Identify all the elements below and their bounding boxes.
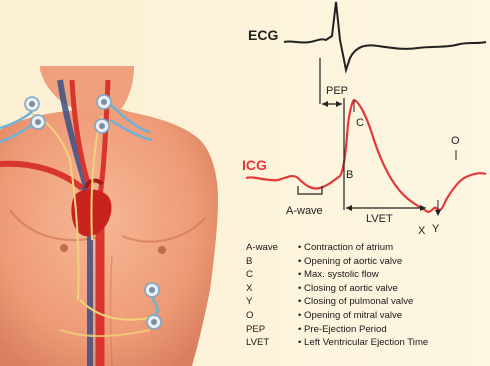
- nipple-right: [158, 246, 166, 254]
- electrode-side-lower: [147, 315, 161, 329]
- electrode-neck-right: [97, 95, 111, 109]
- legend-row: Y • Closing of pulmonal valve: [246, 295, 486, 309]
- legend-row: C • Max. systolic flow: [246, 268, 486, 282]
- legend-description: • Left Ventricular Ejection Time: [298, 336, 486, 350]
- electrode-chest-left: [31, 115, 45, 129]
- y-label: Y: [432, 223, 440, 235]
- ecg-label: ECG: [248, 27, 278, 43]
- legend: A-wave • Contraction of atrium B • Openi…: [246, 241, 486, 350]
- electrode-neck-left: [25, 97, 39, 111]
- legend-term: C: [246, 268, 298, 282]
- legend-description: • Opening of aortic valve: [298, 255, 486, 269]
- legend-row: LVET • Left Ventricular Ejection Time: [246, 336, 486, 350]
- legend-description: • Contraction of atrium: [298, 241, 486, 255]
- o-label: O: [451, 135, 460, 147]
- legend-row: A-wave • Contraction of atrium: [246, 241, 486, 255]
- electrode-side-upper: [145, 283, 159, 297]
- legend-description: • Pre-Ejection Period: [298, 323, 486, 337]
- legend-term: A-wave: [246, 241, 298, 255]
- legend-term: X: [246, 282, 298, 296]
- legend-row: X • Closing of aortic valve: [246, 282, 486, 296]
- c-label: C: [356, 117, 364, 129]
- legend-row: O • Opening of mitral valve: [246, 309, 486, 323]
- nipple-left: [60, 244, 68, 252]
- legend-term: LVET: [246, 336, 298, 350]
- legend-description: • Opening of mitral valve: [298, 309, 486, 323]
- legend-row: B • Opening of aortic valve: [246, 255, 486, 269]
- b-label: B: [346, 169, 353, 181]
- a-wave-label: A-wave: [286, 205, 323, 217]
- legend-term: PEP: [246, 323, 298, 337]
- electrode-chest-right: [95, 119, 109, 133]
- legend-term: O: [246, 309, 298, 323]
- pep-label: PEP: [326, 85, 348, 97]
- legend-description: • Closing of pulmonal valve: [298, 295, 486, 309]
- x-label: X: [418, 225, 426, 237]
- icg-label: ICG: [242, 157, 267, 173]
- legend-description: • Closing of aortic valve: [298, 282, 486, 296]
- legend-row: PEP • Pre-Ejection Period: [246, 323, 486, 337]
- legend-term: Y: [246, 295, 298, 309]
- legend-description: • Max. systolic flow: [298, 268, 486, 282]
- legend-term: B: [246, 255, 298, 269]
- lvet-label: LVET: [366, 213, 393, 225]
